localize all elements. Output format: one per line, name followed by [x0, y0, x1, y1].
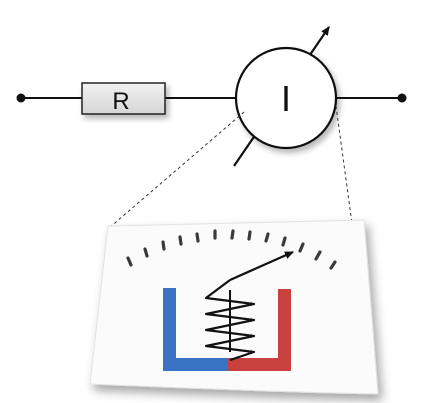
magnet-right-pole: [228, 289, 291, 371]
meter-label: I: [281, 78, 291, 119]
resistor-label: R: [112, 88, 129, 115]
terminal-dot-icon: [16, 93, 26, 103]
magnet: [163, 288, 291, 371]
needle-arrow-icon: [229, 250, 294, 282]
zoom-line-right: [335, 105, 363, 298]
resistor: [81, 82, 166, 115]
terminal-dot-icon: [397, 93, 407, 103]
magnet-left-pole: [163, 288, 228, 371]
meter-detail-panel: [89, 219, 379, 395]
zoom-line-left: [108, 111, 245, 229]
meter-scale: [126, 229, 337, 270]
ammeter-symbol: [234, 46, 338, 150]
